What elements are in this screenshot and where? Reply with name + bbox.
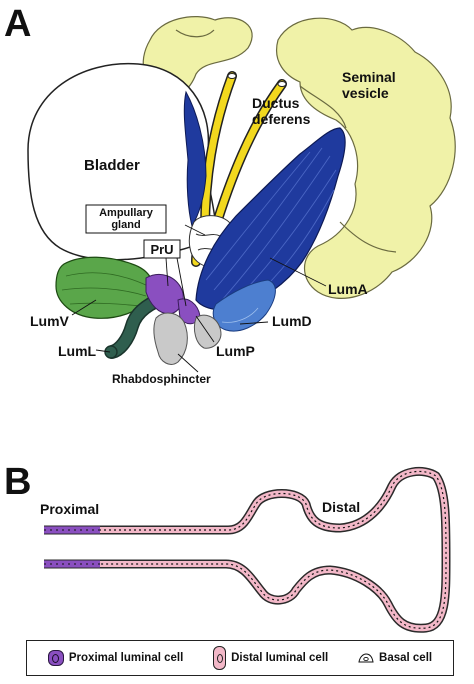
prostatic-urethra	[145, 274, 201, 325]
leader-lines	[71, 224, 327, 373]
distal-label: Distal	[322, 499, 360, 515]
pru-label-box	[143, 239, 181, 259]
pru-label: PrU	[150, 242, 173, 257]
ventral-lobe	[55, 256, 154, 319]
legend-distal-text: Distal luminal cell	[231, 652, 329, 664]
panel-b-label: B	[4, 461, 31, 503]
ductus-deferens	[191, 71, 287, 267]
luml-label: LumL	[58, 343, 97, 359]
bladder-label: Bladder	[84, 157, 140, 174]
ampullary-gland-label-box	[85, 204, 167, 234]
panel-a-label: A	[4, 3, 31, 45]
distal-luminal-cell-icon	[213, 646, 227, 670]
lumd-label: LumD	[272, 313, 312, 329]
legend-item-proximal: Proximal luminal cell	[47, 650, 184, 666]
duct-diagram	[44, 466, 451, 633]
basal-cell-icon	[358, 653, 374, 663]
lump-label: LumP	[216, 343, 255, 359]
legend: Proximal luminal cell Distal luminal cel…	[26, 640, 454, 676]
legend-basal-text: Basal cell	[379, 652, 433, 664]
legend-item-basal: Basal cell	[358, 652, 432, 664]
lumv-label: LumV	[30, 313, 70, 329]
proximal-luminal-cell-icon	[47, 650, 64, 666]
luma-label: LumA	[328, 281, 368, 297]
rhabdosphincter-label: Rhabdosphincter	[112, 372, 211, 386]
legend-item-distal: Distal luminal cell	[213, 646, 328, 670]
legend-proximal-text: Proximal luminal cell	[68, 652, 184, 664]
proximal-label: Proximal	[40, 501, 99, 517]
